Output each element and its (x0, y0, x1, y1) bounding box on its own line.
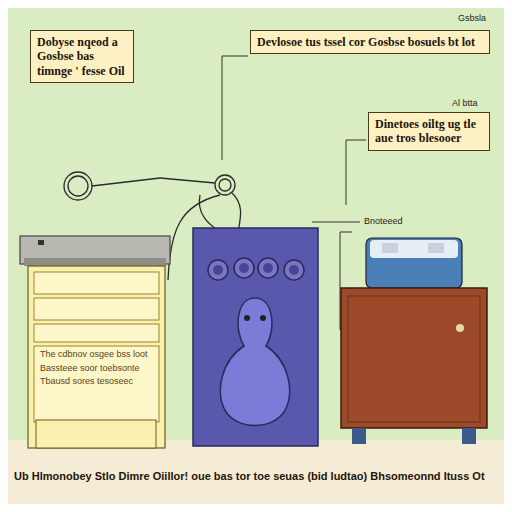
node-text: Dinetoes oiltg ug tle aue tros blesooer (375, 117, 483, 146)
drawer-cabinet-text: The cdbnov osgee bss loot Bassteee soor … (36, 346, 158, 397)
green-panel (8, 8, 504, 504)
caption: Ub Hlmonobey Stlo Dimre Oiillor! oue bas… (14, 470, 502, 484)
control-panel (193, 228, 318, 446)
callout-box: Dinetoes oiltg ug tle aue tros blesooer (368, 112, 490, 151)
callout-box: Dobyse nqeod a Gosbse bas timnge ' fesse… (30, 30, 134, 83)
corner-note: Gsbsla (458, 13, 486, 23)
storage-cabinet (341, 238, 487, 444)
node-text: The cdbnov osgee bss loot Bassteee soor … (40, 348, 154, 389)
floor (8, 440, 504, 504)
drawer-cabinet (20, 236, 170, 448)
part-label: Bnoteeed (364, 216, 403, 226)
node-text: Dobyse nqeod a Gosbse bas timnge ' fesse… (37, 35, 127, 78)
node-text: Devlosoe tus tssel cor Gosbse bosuels bt… (257, 35, 483, 49)
callout-box: Devlosoe tus tssel cor Gosbse bosuels bt… (250, 30, 490, 54)
part-label: Al btta (452, 98, 478, 108)
